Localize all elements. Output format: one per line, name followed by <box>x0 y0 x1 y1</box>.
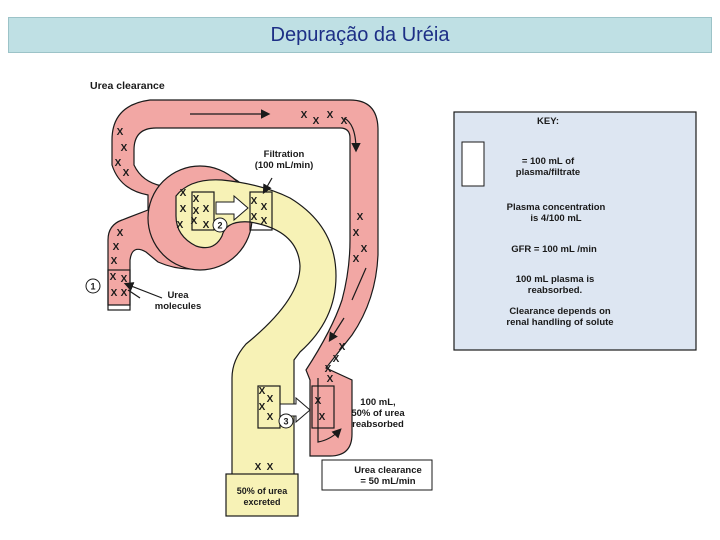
key-item-volume-line1: = 100 mL of <box>522 156 575 167</box>
urea-marker: X <box>261 216 268 227</box>
clearance-label-line1: Urea clearance <box>354 465 422 476</box>
urea-marker: X <box>121 288 128 299</box>
slide-title: Depuração da Uréia <box>270 23 450 46</box>
urea-marker: X <box>315 396 322 407</box>
urea-marker: X <box>333 354 340 365</box>
urea-marker: X <box>259 386 266 397</box>
urea-marker: X <box>121 274 128 285</box>
urea-marker: X <box>327 374 334 385</box>
urea-marker: X <box>353 254 360 265</box>
clearance-label-line2: = 50 mL/min <box>360 476 415 487</box>
urea-marker: X <box>115 158 122 169</box>
urea-marker: X <box>117 127 124 138</box>
filtration-label-line2: (100 mL/min) <box>255 160 314 171</box>
urea-marker: X <box>341 116 348 127</box>
step-circle: 3 <box>278 413 294 429</box>
urea-label-line1: Urea <box>167 290 189 301</box>
step-circle: 2 <box>212 217 228 233</box>
key-item-3-line1: 100 mL plasma is <box>516 274 595 285</box>
urea-marker: X <box>180 188 187 199</box>
key-item-4-line1: Clearance depends on <box>509 306 611 317</box>
diagram-heading: Urea clearance <box>90 80 165 92</box>
urea-marker: X <box>180 204 187 215</box>
urea-marker: X <box>319 412 326 423</box>
reabsorbed-label-line2: 50% of urea <box>351 408 405 419</box>
urea-marker: X <box>117 228 124 239</box>
urea-marker: X <box>267 462 274 473</box>
urea-marker: X <box>121 143 128 154</box>
urea-marker: X <box>203 204 210 215</box>
key-panel: KEY: = 100 mL of plasma/filtrate Plasma … <box>453 111 697 351</box>
urea-label-line2: molecules <box>155 301 201 312</box>
urea-marker: X <box>339 342 346 353</box>
step-number: 2 <box>217 221 222 231</box>
key-item-1-line2: is 4/100 mL <box>530 213 581 224</box>
key-item-3-line2: reabsorbed. <box>528 285 582 296</box>
volume-boxes <box>107 191 335 429</box>
urea-marker: X <box>267 412 274 423</box>
urea-marker: X <box>357 212 364 223</box>
filtration-arrow <box>215 194 249 222</box>
urea-marker: X <box>259 402 266 413</box>
step-number: 1 <box>90 282 95 292</box>
urea-marker: X <box>110 272 117 283</box>
excreted-label-line2: excreted <box>243 497 280 507</box>
urea-marker: X <box>327 110 334 121</box>
clearance-box <box>321 459 433 491</box>
urea-marker: X <box>113 242 120 253</box>
reabsorbed-label-line1: 100 mL, <box>360 397 395 408</box>
excreted-label-line1: 50% of urea <box>237 486 289 496</box>
urea-marker: X <box>111 288 118 299</box>
urea-marker: X <box>325 364 332 375</box>
urea-marker: X <box>111 256 118 267</box>
urea-marker: X <box>193 194 200 205</box>
flow-arrows <box>123 109 367 443</box>
urea-marker: X <box>123 168 130 179</box>
step-number: 3 <box>283 417 288 427</box>
step-circle: 1 <box>85 278 101 294</box>
urea-marker: X <box>193 206 200 217</box>
urea-marker: X <box>267 394 274 405</box>
reabsorbed-label-line3: reabsorbed <box>352 419 404 430</box>
key-volume-box <box>461 141 485 187</box>
urea-marker: X <box>203 220 210 231</box>
urea-marker: X <box>301 110 308 121</box>
key-item-2-line1: GFR = 100 mL /min <box>511 244 597 255</box>
urea-marker: X <box>251 196 258 207</box>
title-bar: Depuração da Uréia <box>8 17 712 53</box>
urea-marker: X <box>191 216 198 227</box>
urea-marker: X <box>313 116 320 127</box>
urea-marker: X <box>353 228 360 239</box>
key-item-volume-line2: plasma/filtrate <box>516 167 580 178</box>
urea-marker: X <box>361 244 368 255</box>
urea-marker: X <box>177 220 184 231</box>
urea-marker: X <box>255 462 262 473</box>
key-title: KEY: <box>537 116 559 127</box>
key-item-1-line1: Plasma concentration <box>507 202 606 213</box>
urea-marker: X <box>261 202 268 213</box>
key-item-4-line2: renal handling of solute <box>506 317 613 328</box>
urea-marker: X <box>251 212 258 223</box>
filtration-label-line1: Filtration <box>264 149 305 160</box>
